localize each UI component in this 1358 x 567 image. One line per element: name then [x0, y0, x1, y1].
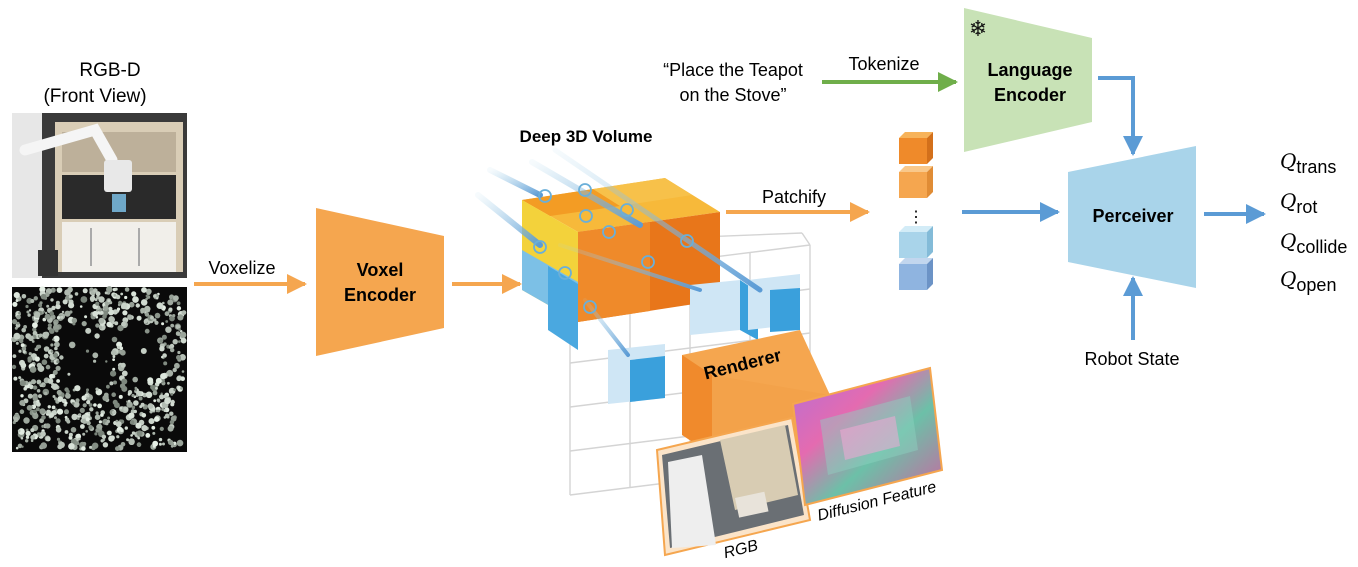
language-encoder-line1: Language	[987, 60, 1072, 80]
rendered-rgb-image	[655, 416, 812, 557]
q-output-open: Qopen	[1280, 267, 1336, 295]
q-output-trans: Qtrans	[1280, 149, 1336, 177]
point-cloud-image	[11, 286, 187, 452]
instruction-line1: “Place the Teapot	[663, 60, 803, 80]
q-output-list: Qtrans Qrot Qcollide Qopen	[1280, 149, 1347, 295]
language-to-perceiver-arrow	[1098, 76, 1143, 156]
voxel-encoder-block	[316, 208, 444, 356]
patchify-label: Patchify	[762, 187, 826, 207]
q-output-collide: Qcollide	[1280, 229, 1347, 257]
language-encoder-line2: Encoder	[994, 85, 1066, 105]
voxel-encoder-line1: Voxel	[357, 260, 404, 280]
perceiver-block	[1068, 146, 1196, 288]
q-output-rot: Qrot	[1280, 189, 1317, 217]
sampling-rays	[475, 147, 763, 357]
perceiver-label: Perceiver	[1092, 206, 1173, 226]
language-encoder-block	[964, 8, 1092, 152]
voxel-encoder-line2: Encoder	[344, 285, 416, 305]
tokenize-label: Tokenize	[848, 54, 919, 74]
input-title-line1: RGB-D	[79, 60, 140, 81]
token-stack	[899, 132, 933, 290]
input-title-line2: (Front View)	[43, 86, 146, 107]
rendered-diffusion-feature-image	[791, 366, 944, 507]
robot-state-label: Robot State	[1084, 349, 1179, 369]
volume-title: Deep 3D Volume	[520, 127, 653, 146]
snowflake-icon: ❄	[969, 16, 987, 41]
token-ellipsis: ⋮	[908, 209, 924, 226]
instruction-line2: on the Stove”	[679, 85, 786, 105]
rgb-photo	[12, 113, 187, 278]
voxelize-label: Voxelize	[208, 258, 275, 278]
